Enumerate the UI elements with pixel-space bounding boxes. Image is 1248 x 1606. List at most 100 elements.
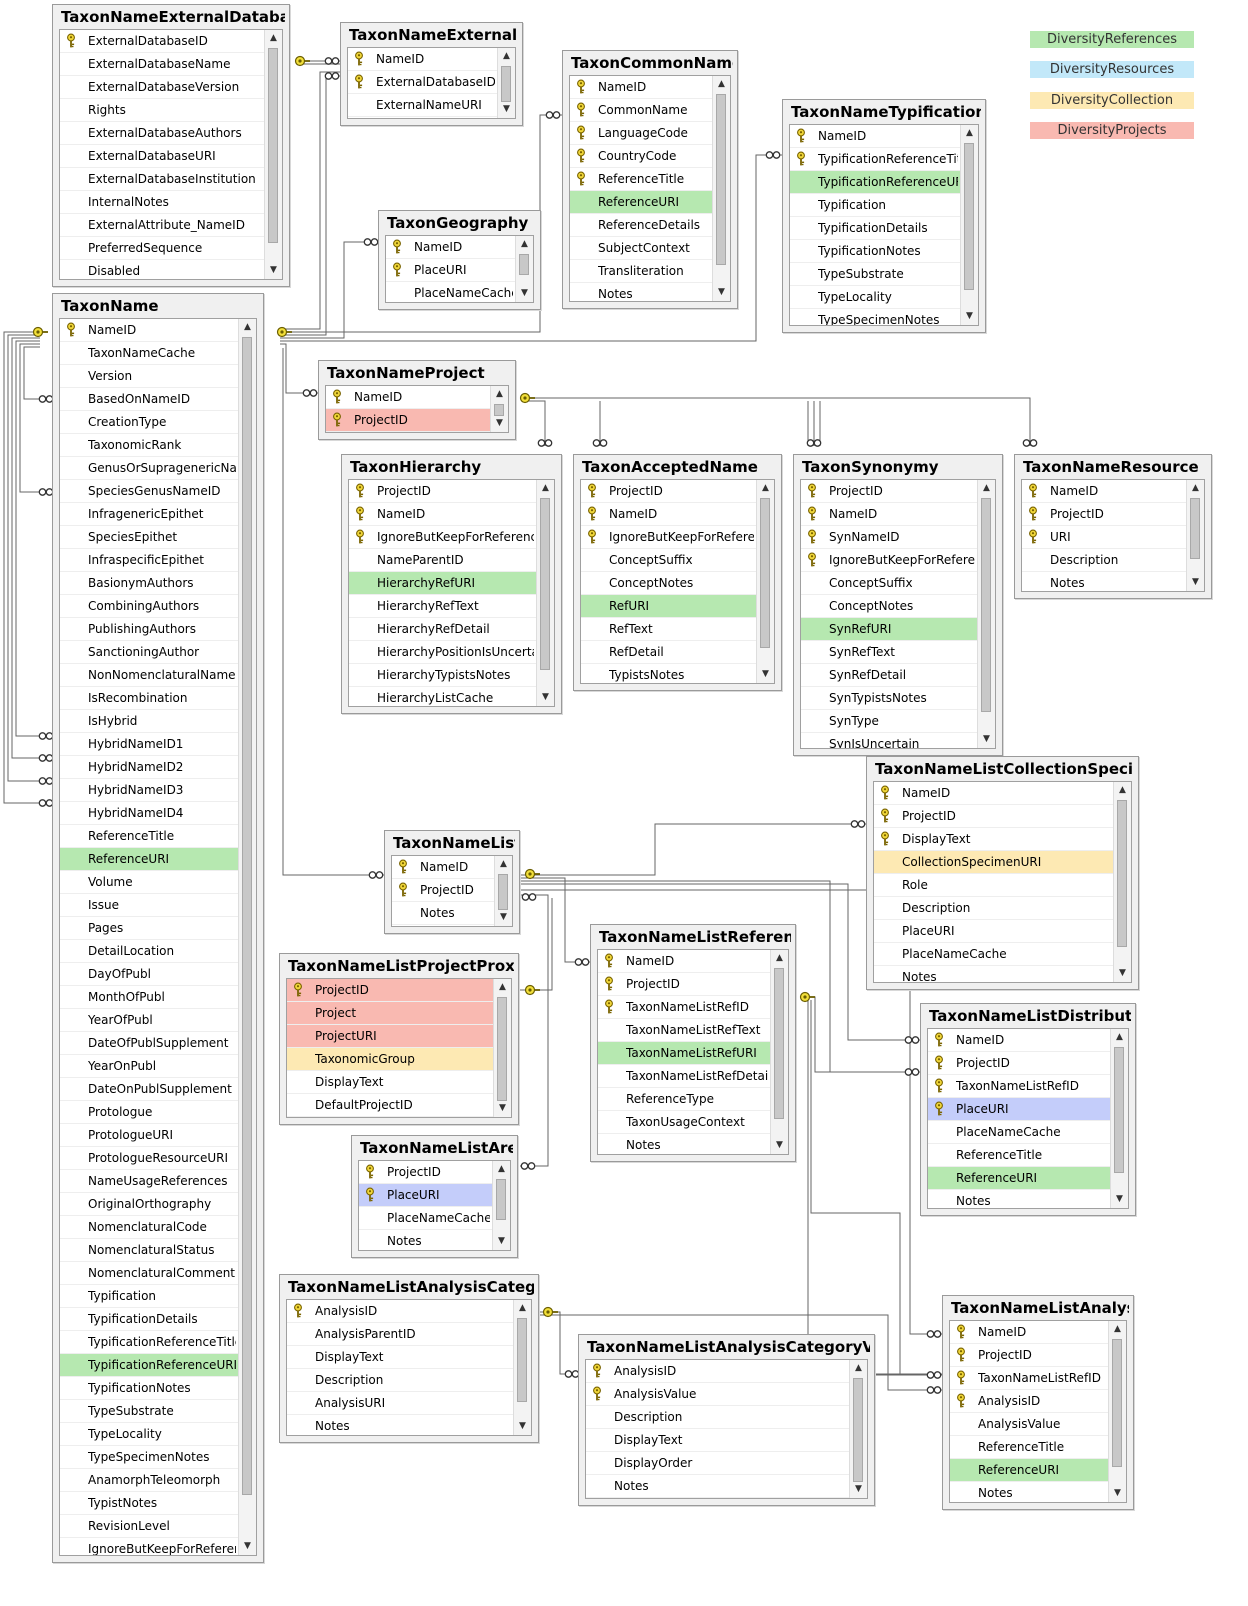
field-row[interactable]: Description bbox=[586, 1406, 849, 1429]
field-row[interactable]: IsRecombination bbox=[60, 687, 238, 710]
field-row[interactable]: ConceptNotes bbox=[801, 595, 977, 618]
field-row[interactable]: Notes bbox=[586, 1475, 849, 1498]
scroll-down-arrow-icon[interactable]: ▼ bbox=[498, 1236, 505, 1246]
field-row[interactable]: Notes bbox=[392, 902, 494, 925]
field-row[interactable]: Notes bbox=[1022, 572, 1186, 591]
field-row[interactable]: ExternalDatabaseAuthors bbox=[60, 122, 264, 145]
field-row[interactable]: ProjectID bbox=[598, 973, 770, 996]
scroll-up-arrow-icon[interactable]: ▲ bbox=[1192, 483, 1199, 493]
field-row[interactable]: NomenclaturalComment bbox=[60, 1262, 238, 1285]
field-row[interactable]: TypeSubstrate bbox=[790, 263, 960, 286]
field-row[interactable]: InfraspecificEpithet bbox=[60, 549, 238, 572]
table-taxon-name-list-analysis-category-value[interactable]: TaxonNameListAnalysisCategoryValueAnalys… bbox=[578, 1334, 875, 1506]
field-row[interactable]: SynNameID bbox=[801, 526, 977, 549]
table-taxon-name-list-distribution[interactable]: TaxonNameListDistributionNameIDProjectID… bbox=[920, 1003, 1136, 1216]
field-row[interactable]: SynTypistsNotes bbox=[801, 687, 977, 710]
field-row[interactable]: SubjectContext bbox=[570, 237, 712, 260]
field-row[interactable]: Description bbox=[287, 1369, 513, 1392]
scroll-down-arrow-icon[interactable]: ▼ bbox=[983, 734, 990, 744]
field-row[interactable]: TypificationNotes bbox=[790, 240, 960, 263]
scroll-up-arrow-icon[interactable]: ▲ bbox=[718, 79, 725, 89]
scroll-up-arrow-icon[interactable]: ▲ bbox=[762, 483, 769, 493]
field-row[interactable]: DefaultProjectID bbox=[287, 1094, 493, 1117]
field-row[interactable]: SynIsUncertain bbox=[801, 733, 977, 748]
field-row[interactable]: Notes bbox=[874, 966, 1113, 982]
field-row[interactable]: NameID bbox=[326, 386, 490, 409]
field-row[interactable]: SanctioningAuthor bbox=[60, 641, 238, 664]
scrollbar[interactable]: ▲▼ bbox=[490, 386, 508, 432]
field-row[interactable]: RefText bbox=[581, 618, 756, 641]
field-row[interactable]: PreferredSequence bbox=[60, 237, 264, 260]
field-row[interactable]: Description bbox=[874, 897, 1113, 920]
field-row[interactable]: Notes bbox=[598, 1134, 770, 1154]
scrollbar[interactable]: ▲▼ bbox=[849, 1360, 867, 1498]
field-row[interactable]: ConceptSuffix bbox=[801, 572, 977, 595]
field-row[interactable]: RefDetail bbox=[581, 641, 756, 664]
scroll-up-arrow-icon[interactable]: ▲ bbox=[519, 1303, 526, 1313]
field-row[interactable]: TaxonomicGroup bbox=[287, 1048, 493, 1071]
scroll-down-arrow-icon[interactable]: ▼ bbox=[500, 912, 507, 922]
field-row[interactable]: DisplayText bbox=[287, 1071, 493, 1094]
scroll-up-arrow-icon[interactable]: ▲ bbox=[1119, 785, 1126, 795]
field-row[interactable]: NameID bbox=[874, 782, 1113, 805]
field-row[interactable]: CountryCode bbox=[570, 145, 712, 168]
scroll-thumb[interactable] bbox=[981, 498, 991, 712]
scrollbar[interactable]: ▲▼ bbox=[960, 125, 978, 325]
scrollbar[interactable]: ▲▼ bbox=[1186, 480, 1204, 591]
field-row[interactable]: TaxonNameListRefURI bbox=[598, 1042, 770, 1065]
field-row[interactable]: OriginalOrthography bbox=[60, 1193, 238, 1216]
scroll-down-arrow-icon[interactable]: ▼ bbox=[762, 669, 769, 679]
scrollbar[interactable]: ▲▼ bbox=[756, 480, 774, 683]
field-row[interactable]: ReferenceTitle bbox=[60, 825, 238, 848]
field-row[interactable]: DetailLocation bbox=[60, 940, 238, 963]
scroll-up-arrow-icon[interactable]: ▲ bbox=[499, 982, 506, 992]
scroll-thumb[interactable] bbox=[1114, 1047, 1124, 1173]
field-row[interactable]: InfragenericEpithet bbox=[60, 503, 238, 526]
scroll-down-arrow-icon[interactable]: ▼ bbox=[519, 1421, 526, 1431]
field-row[interactable]: PublishingAuthors bbox=[60, 618, 238, 641]
field-row[interactable]: AnalysisParentID bbox=[287, 1323, 513, 1346]
field-row[interactable]: TypificationReferenceURI bbox=[60, 1354, 238, 1377]
scroll-down-arrow-icon[interactable]: ▼ bbox=[718, 287, 725, 297]
field-row[interactable]: Notes bbox=[287, 1415, 513, 1435]
field-row[interactable]: NameID bbox=[60, 319, 238, 342]
field-row[interactable]: ProjectID bbox=[287, 979, 493, 1002]
scrollbar[interactable]: ▲▼ bbox=[977, 480, 995, 748]
scroll-up-arrow-icon[interactable]: ▲ bbox=[503, 51, 510, 61]
field-row[interactable]: NameID bbox=[386, 236, 515, 259]
field-row[interactable]: URI bbox=[1022, 526, 1186, 549]
field-row[interactable]: DisplayText bbox=[287, 1346, 513, 1369]
field-row[interactable]: ReferenceURI bbox=[570, 191, 712, 214]
scrollbar[interactable]: ▲▼ bbox=[238, 319, 256, 1555]
field-row[interactable]: Notes bbox=[928, 1190, 1110, 1208]
field-row[interactable]: Description bbox=[1022, 549, 1186, 572]
scroll-thumb[interactable] bbox=[1190, 498, 1200, 559]
field-row[interactable]: ExternalDatabaseVersion bbox=[60, 76, 264, 99]
field-row[interactable]: IgnoreButKeepForReference bbox=[349, 526, 536, 549]
field-row[interactable]: HierarchyRefText bbox=[349, 595, 536, 618]
field-row[interactable]: InternalNotes bbox=[60, 191, 264, 214]
scroll-up-arrow-icon[interactable]: ▲ bbox=[521, 239, 528, 249]
scroll-down-arrow-icon[interactable]: ▼ bbox=[1114, 1488, 1121, 1498]
field-row[interactable]: IsHybrid bbox=[60, 710, 238, 733]
field-row[interactable]: Disabled bbox=[60, 260, 264, 279]
field-row[interactable]: PlaceNameCache bbox=[928, 1121, 1110, 1144]
scrollbar[interactable]: ▲▼ bbox=[513, 1300, 531, 1435]
field-row[interactable]: Volume bbox=[60, 871, 238, 894]
scroll-thumb[interactable] bbox=[1112, 1339, 1122, 1467]
field-row[interactable]: Protologue bbox=[60, 1101, 238, 1124]
scroll-up-arrow-icon[interactable]: ▲ bbox=[776, 953, 783, 963]
field-row[interactable]: NameID bbox=[801, 503, 977, 526]
scrollbar[interactable]: ▲▼ bbox=[493, 979, 511, 1117]
field-row[interactable]: SynRefText bbox=[801, 641, 977, 664]
